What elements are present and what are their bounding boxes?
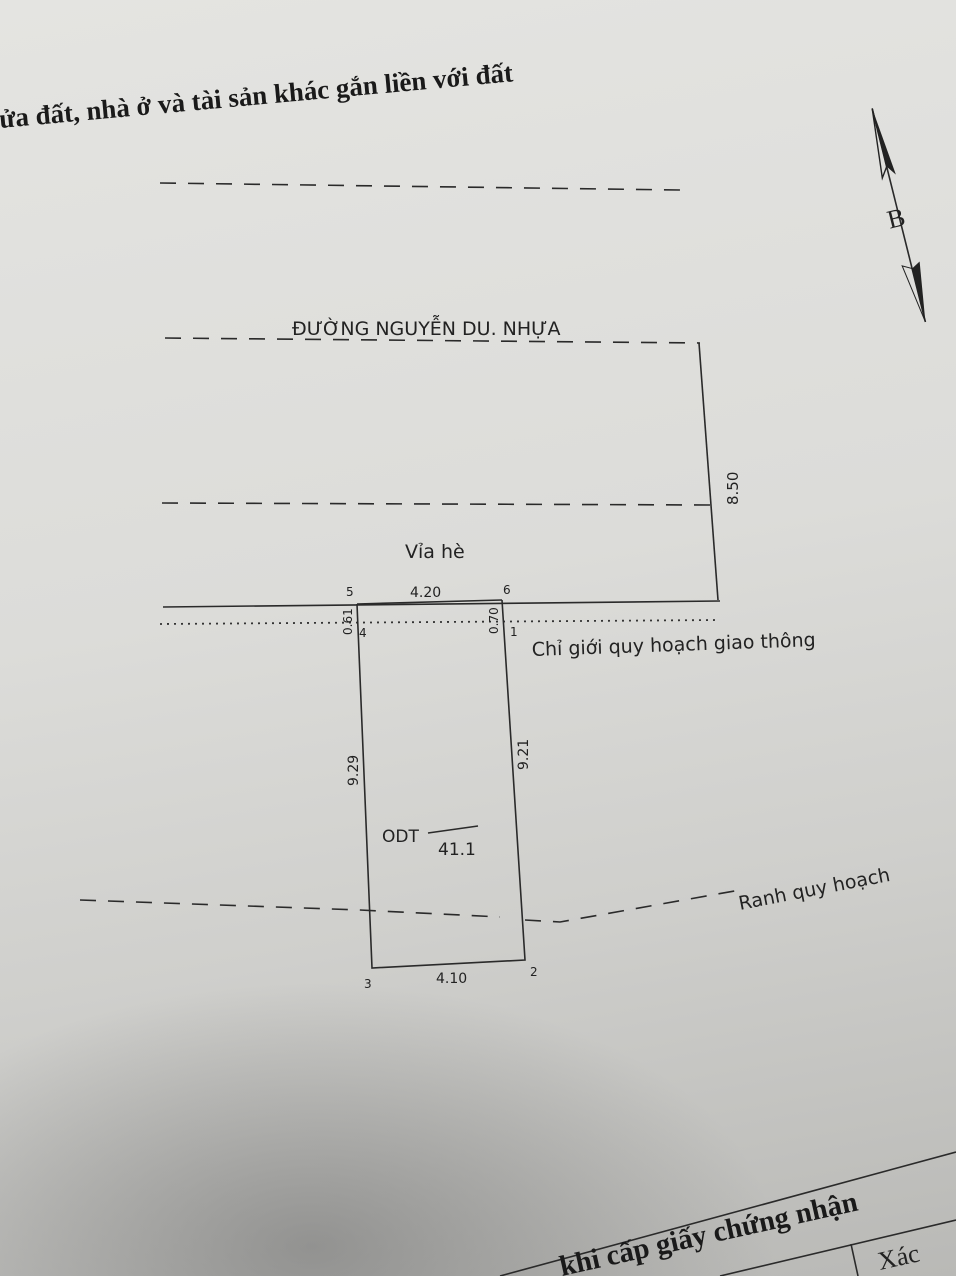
footer-table-top-border	[499, 1151, 956, 1276]
road-top-line	[159, 182, 681, 191]
traffic-planning-line	[159, 619, 721, 625]
plot-boundary	[356, 599, 526, 969]
planning-line-label: Ranh quy hoạch	[737, 864, 892, 915]
traffic-line-label: Chỉ giới quy hoạch giao thông	[531, 629, 816, 661]
point-2: 2	[530, 965, 538, 979]
footer-column-label: Xác	[875, 1238, 922, 1275]
edge-4-3-length: 9.29	[346, 755, 362, 786]
edge-5-4-length: 0.61	[341, 608, 355, 635]
road-width-label: 8.50	[724, 472, 742, 505]
north-arrow-icon: B	[871, 108, 927, 323]
road-width-dimension	[698, 342, 719, 601]
point-4: 4	[359, 626, 367, 640]
sidewalk-label: Vỉa hè	[405, 541, 465, 563]
footer-table-divider	[719, 1219, 956, 1276]
point-1: 1	[510, 625, 518, 639]
edge-3-2-length: 4.10	[436, 971, 467, 987]
planning-boundary-right	[524, 889, 741, 923]
point-5: 5	[346, 585, 354, 599]
point-6: 6	[503, 583, 511, 597]
plot-front-edge	[356, 599, 503, 605]
footer-column-divider	[850, 1243, 859, 1276]
edge-1-2-length: 9.21	[516, 739, 532, 770]
north-label: B	[884, 202, 908, 234]
plot-area: 41.1	[438, 840, 476, 860]
edge-6-1-length: 0.70	[487, 607, 501, 634]
land-type: ODT	[382, 827, 419, 847]
area-fraction-line	[427, 825, 479, 834]
planning-boundary-left	[79, 899, 501, 918]
sidewalk-line	[161, 502, 713, 506]
photo-shadow	[0, 980, 780, 1276]
front-boundary-line	[162, 600, 721, 608]
road-edge-line	[164, 337, 701, 344]
edge-5-6-length: 4.20	[410, 585, 441, 601]
point-3: 3	[364, 977, 372, 991]
footer-title: khi cấp giấy chứng nhận	[557, 1186, 861, 1276]
road-label: ĐƯỜNG NGUYỄN DU. NHỰA	[292, 314, 560, 340]
document-header: ửa đất, nhà ở và tài sản khác gắn liền v…	[0, 57, 514, 134]
